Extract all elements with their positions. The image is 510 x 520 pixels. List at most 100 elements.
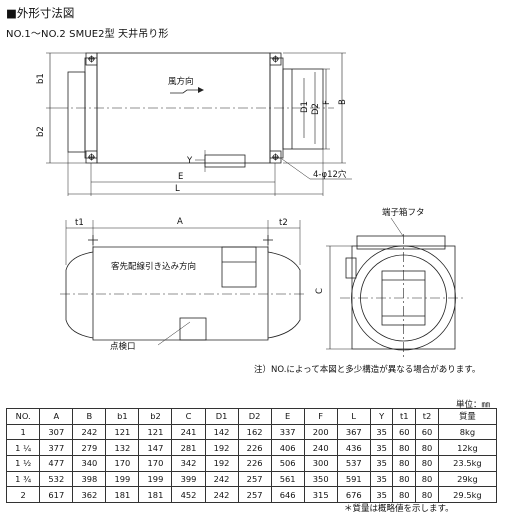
table-cell: 406 [270,439,305,457]
table-cell: 192 [204,455,239,472]
table-cell: 29kg [437,470,498,488]
table-cell: 60 [392,423,417,441]
table-cell: 199 [138,470,173,488]
table-cell: 362 [72,486,107,504]
table-cell: 35 [369,423,394,441]
table-cell: 1 [5,423,41,441]
label-wiring: 客先配線引き込み方向 [111,261,196,272]
table-cell: 8kg [437,423,498,441]
table-cell: 35 [369,439,394,457]
side-collar-left [65,251,94,339]
side-body [92,246,269,341]
table-cell: 307 [39,423,74,441]
table-cell: 181 [138,486,173,504]
column-header: b2 [138,408,173,425]
table-cell: 350 [303,470,338,488]
mount-foot [269,52,282,66]
airflow-arrow-icon [170,89,198,94]
table-row: 1 ½ 477 340 170 170 342 192 226 506 300 … [5,455,498,472]
table-cell: 646 [270,486,305,504]
label-t1: t1 [75,218,84,228]
mount-hole-icon [88,55,279,161]
label-t2: t2 [279,218,288,228]
column-header: L [336,408,371,425]
label-b1: b1 [36,73,46,84]
table-cell: 60 [415,423,439,441]
label-holes: 4-φ12穴 [313,169,347,180]
table-row: 1 ¼ 377 279 132 147 281 192 226 406 240 … [5,439,498,457]
table-cell: 226 [237,455,272,472]
table-row: 1 307 242 121 121 241 142 162 337 200 36… [5,423,498,441]
table-cell: 192 [204,439,239,457]
table-row: 1 ¾ 532 398 199 199 399 242 257 561 350 … [5,470,498,488]
label-a: A [177,217,183,227]
label-f: F [322,100,332,105]
right-collar [282,68,324,150]
table-cell: 35 [369,486,394,504]
table-cell: 315 [303,486,338,504]
table-cell: 617 [39,486,74,504]
table-cell: 132 [105,439,140,457]
table-cell: 532 [39,470,74,488]
side-collar-right [267,251,301,339]
column-header: A [39,408,74,425]
table-cell: 367 [336,423,371,441]
table-cell: 80 [415,486,439,504]
label-d1: D1 [300,101,310,113]
side-view [60,220,306,346]
column-header: F [303,408,338,425]
table-cell: 398 [72,470,107,488]
table-cell: 35 [369,470,394,488]
table-cell: 162 [237,423,272,441]
table-cell: 399 [171,470,206,488]
end-view [326,217,466,358]
table-cell: 340 [72,455,107,472]
label-b: B [338,99,348,105]
left-collar [67,71,86,153]
page-title: ■外形寸法図 [6,6,75,20]
column-header: NO. [5,408,41,425]
table-cell: 242 [72,423,107,441]
table-cell: 12kg [437,439,498,457]
table-cell: 80 [392,439,417,457]
table-header-row: NO. A B b1 b2 C D1 D2 E F L Y t1 t2 質量 [5,408,498,425]
label-b2: b2 [36,126,46,137]
unit-label: 単位：㎜ [456,400,491,410]
table-cell: 80 [392,486,417,504]
column-header: C [171,408,206,425]
table-cell: 257 [237,486,272,504]
table-cell: 377 [39,439,74,457]
table-cell: 477 [39,455,74,472]
column-header: t2 [415,408,439,425]
column-header: 質量 [437,408,498,425]
column-header: t1 [392,408,417,425]
table-row: 2 617 362 181 181 452 242 257 646 315 67… [5,486,498,504]
table-cell: 242 [204,486,239,504]
column-header: E [270,408,305,425]
table-cell: 170 [138,455,173,472]
table-cell: 80 [392,470,417,488]
table-cell: 121 [105,423,140,441]
table-cell: 2 [5,486,41,504]
table-cell: 199 [105,470,140,488]
column-header: b1 [105,408,140,425]
mass-footnote: ＊質量は概略値を示します。 [344,504,454,514]
table-cell: 142 [204,423,239,441]
column-header: B [72,408,107,425]
dimension-table: NO. A B b1 b2 C D1 D2 E F L Y t1 t2 質量 1… [5,408,498,504]
table-cell: 147 [138,439,173,457]
table-cell: 1 ¼ [5,439,41,457]
table-cell: 342 [171,455,206,472]
top-view [46,52,352,196]
table-cell: 436 [336,439,371,457]
table-cell: 240 [303,439,338,457]
table-cell: 452 [171,486,206,504]
mount-foot [85,52,98,66]
column-header: D1 [204,408,239,425]
table-cell: 242 [204,470,239,488]
construction-note: 注）NO.によって本図と多少構造が異なる場合があります。 [254,365,481,375]
label-c: C [315,288,325,294]
label-d2: D2 [311,103,321,115]
terminal-cover [356,235,446,250]
label-l: L [175,184,180,194]
